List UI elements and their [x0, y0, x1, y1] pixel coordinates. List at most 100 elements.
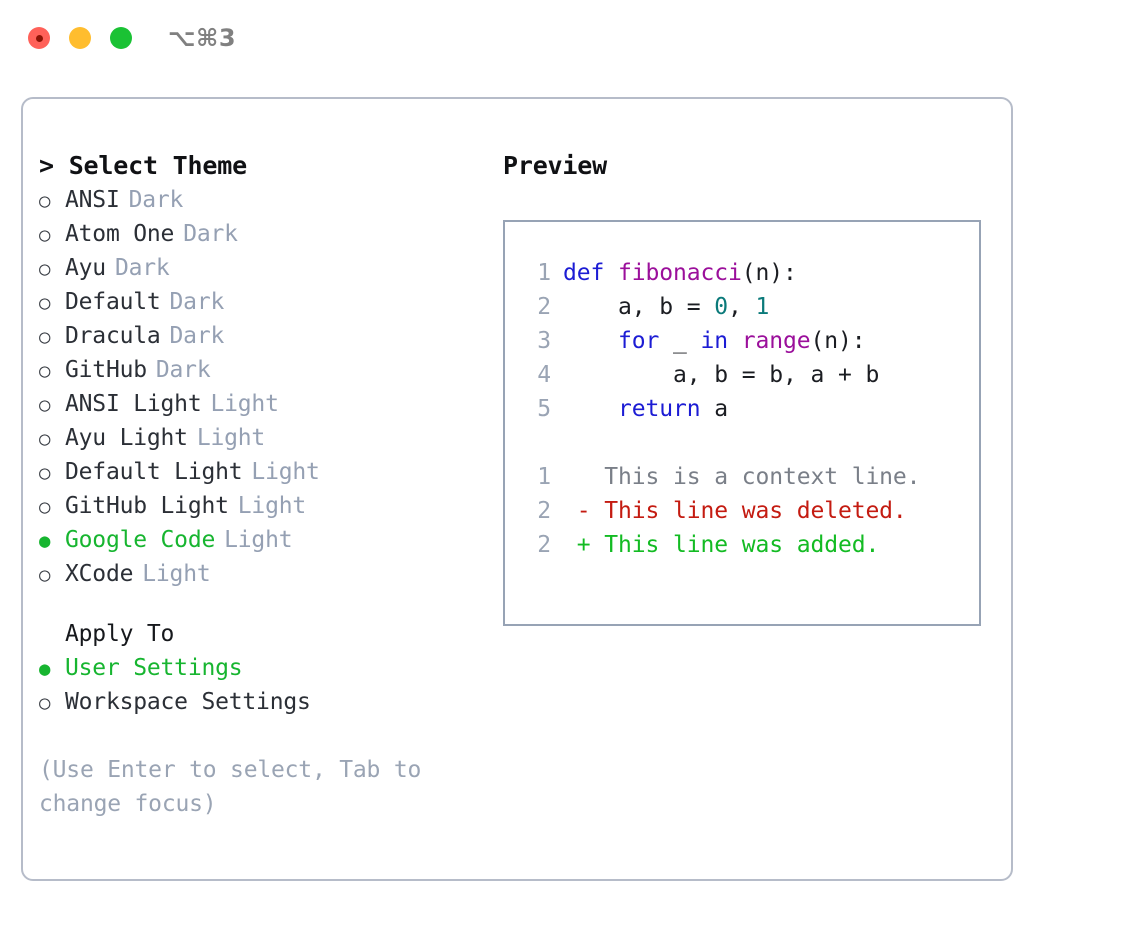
theme-option-dracula[interactable]: ○ Dracula Dark	[39, 319, 479, 353]
theme-variant-tag: Dark	[155, 357, 211, 383]
code-token-punc: (	[810, 328, 825, 354]
code-line: 3 for _ in range(n):	[505, 324, 979, 358]
code-line-text: a, b = 0, 1	[563, 290, 769, 324]
code-token-var: a, b =	[563, 294, 715, 320]
theme-variant-tag: Light	[237, 493, 307, 519]
theme-option-label: GitHub Light	[65, 493, 229, 519]
code-line: 5 return a	[505, 392, 979, 426]
code-line: 4 a, b = b, a + b	[505, 358, 979, 392]
code-token-var: _	[659, 328, 701, 354]
theme-option-label: ANSI Light	[65, 391, 202, 417]
theme-option-label: Default Light	[65, 459, 243, 485]
theme-option-github[interactable]: ○ GitHub Dark	[39, 353, 479, 387]
maximize-window-button[interactable]	[110, 27, 132, 49]
line-number: 2	[537, 498, 551, 524]
theme-option-label: Atom One	[65, 221, 175, 247]
theme-option-label: Default	[65, 289, 161, 315]
radio-unselected-icon: ○	[39, 564, 51, 586]
apply-to-heading: Apply To	[65, 621, 175, 647]
preview-spacer	[505, 426, 979, 460]
code-token-punc: ,	[727, 294, 756, 320]
theme-variant-tag: Light	[142, 561, 211, 587]
code-token-var: n	[824, 328, 838, 354]
diff-line-del: 2 - This line was deleted.	[505, 494, 979, 528]
radio-unselected-icon: ○	[39, 326, 51, 348]
theme-variant-tag: Light	[251, 459, 320, 485]
line-number: 2	[537, 294, 551, 320]
code-token-var: n	[755, 260, 770, 286]
line-number: 4	[537, 362, 551, 388]
code-token-var: a	[700, 396, 728, 422]
radio-unselected-icon: ○	[39, 692, 51, 714]
code-token-punc: ):	[838, 328, 866, 354]
theme-option-label: Dracula	[65, 323, 161, 349]
code-token-kw: in	[700, 328, 729, 354]
theme-option-label: Ayu	[65, 255, 106, 281]
code-token-punc	[563, 328, 618, 354]
code-token-punc: (	[741, 260, 756, 286]
apply-to-option-workspace-settings[interactable]: ○ Workspace Settings	[39, 685, 479, 719]
theme-option-label: Google Code	[65, 527, 216, 553]
theme-option-github-light[interactable]: ○ GitHub Light Light	[39, 489, 479, 523]
code-token-punc	[563, 396, 618, 422]
radio-unselected-icon: ○	[39, 360, 51, 382]
theme-variant-tag: Light	[196, 425, 266, 451]
code-line: 2 a, b = 0, 1	[505, 290, 979, 324]
keyboard-shortcut-label: ⌥⌘3	[168, 24, 237, 52]
apply-to-option-label: Workspace Settings	[65, 689, 311, 715]
line-number: 1	[537, 464, 551, 490]
theme-option-atom-one[interactable]: ○ Atom One Dark	[39, 217, 479, 251]
code-token-kw: def	[563, 260, 605, 286]
radio-selected-icon: ●	[39, 530, 51, 552]
diff-sample: 1 This is a context line. 2 - This line w…	[505, 460, 979, 562]
theme-variant-tag: Dark	[128, 187, 184, 213]
minimize-window-button[interactable]	[69, 27, 91, 49]
theme-variant-tag: Dark	[169, 323, 225, 349]
code-token-punc: ):	[769, 260, 797, 286]
theme-option-label: GitHub	[65, 357, 147, 383]
radio-unselected-icon: ○	[39, 496, 51, 518]
theme-option-label: Ayu Light	[65, 425, 188, 451]
code-token-punc	[604, 260, 618, 286]
code-line-text: def fibonacci(n):	[563, 256, 797, 290]
line-number: 2	[537, 532, 551, 558]
line-number: 3	[537, 328, 551, 354]
theme-variant-tag: Light	[224, 527, 293, 553]
theme-variant-tag: Light	[210, 391, 279, 417]
radio-unselected-icon: ○	[39, 224, 51, 246]
theme-variant-tag: Dark	[183, 221, 238, 247]
theme-option-xcode[interactable]: ○ XCode Light	[39, 557, 479, 591]
line-number: 1	[537, 260, 551, 286]
code-token-num: 1	[755, 294, 770, 320]
apply-to-option-user-settings[interactable]: ●User Settings	[39, 651, 479, 685]
apply-to-option-label: User Settings	[65, 655, 243, 681]
theme-option-google-code[interactable]: ● Google Code Light	[39, 523, 479, 557]
theme-variant-tag: Dark	[114, 255, 170, 281]
code-token-punc	[728, 328, 742, 354]
code-token-fn: range	[741, 328, 811, 354]
theme-option-label: XCode	[65, 561, 134, 587]
title-bar: ⌥⌘3	[0, 0, 1140, 78]
apply-to-section: Apply To ●User Settings ○ Workspace Settin…	[39, 617, 479, 719]
code-token-kw: return	[618, 396, 701, 422]
code-token-var: a, b = b, a + b	[563, 362, 880, 388]
diff-line-text: - This line was deleted.	[563, 498, 907, 524]
diff-line-add: 2 + This line was added.	[505, 528, 979, 562]
diff-line-text: This is a context line.	[563, 464, 921, 490]
window-controls	[28, 27, 132, 49]
close-window-button[interactable]	[28, 27, 50, 49]
code-line: 1 def fibonacci(n):	[505, 256, 979, 290]
